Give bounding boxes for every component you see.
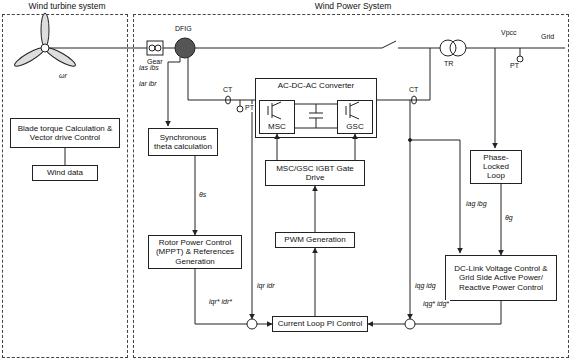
control-box: Blade torque Calculation & Vector drive … [10,118,120,148]
region-heading: Wind turbine system [25,2,106,12]
drawing-stroke [149,45,155,51]
node-text: Blade torque Calculation & Vector drive … [14,124,116,142]
stator-line [398,48,440,49]
process-box: Synchronous theta calculation [148,128,218,156]
signal-label: Grid [540,33,555,41]
signal-label: ωr [58,72,68,80]
node-text: Phase-Locked Loop [474,153,518,181]
node-text: Current Loop PI Control [278,319,363,328]
connector-arrow [368,301,501,324]
ct-sensor [226,96,231,104]
signal-label: iar ibr [138,80,158,88]
stator-line [195,48,382,49]
rotor-wire [188,58,255,100]
drawing-stroke [272,102,281,106]
process-box: MSC/GSC IGBT Gate Drive [265,160,365,186]
node-text: GSC [346,122,363,131]
drawing-stroke [350,115,359,119]
pll-input [495,48,496,148]
signal-label: TR [443,60,454,68]
connector-arrow [195,156,196,235]
pt-sensor [240,100,241,106]
drawing-stroke [268,106,269,115]
drawing-stroke [147,41,163,55]
pt-sensor [520,48,521,56]
edge-label: θg [504,214,514,222]
process-box: PWM Generation [275,232,355,248]
node-text: Synchronous theta calculation [152,133,214,151]
signal-label: DFIG [174,25,193,33]
grid-line [466,48,565,49]
grid-current-feedback [410,140,460,253]
signal-label: PT [509,62,520,70]
drawing-stroke [272,103,273,118]
region-heading: Wind Power System [311,2,392,12]
drawing-stroke [155,45,161,51]
signal-label: iag ibg [465,200,488,208]
signal-label: iqr idr [256,282,276,290]
process-box: Rotor Power Control (MPPT) & References … [148,235,242,269]
drawing-stroke [316,118,317,128]
stator-current-feedback [168,57,180,126]
node-text: MSC [268,122,286,131]
signal-label: iqg idg [414,282,437,290]
node-text: PWM Generation [284,235,345,244]
node-text: MSC/GSC IGBT Gate Drive [269,164,361,182]
connector-arrow [315,186,316,232]
node-text: Rotor Power Control (MPPT) & References … [152,238,238,266]
signal-label: ias ibs [138,64,160,72]
drawing-stroke [272,115,281,119]
converter-side: GSC [337,100,373,134]
transformer [440,40,456,56]
signal-label: PT [244,104,255,112]
process-box: Current Loop PI Control [272,316,368,332]
connector-arrow [65,148,66,165]
drawing-stroke [316,104,317,113]
signal-label: iqr* idr* [208,298,233,306]
connector-arrow [315,248,316,316]
signal-label: Vpcc [500,29,518,37]
edge-label: θs [198,191,207,199]
turbine-blades [13,13,78,69]
wind-power-region: Wind Power SystemAC-DC-AC ConverterMSCGS… [133,14,569,358]
wind-turbine-region: Wind turbine systemBlade torque Calculat… [2,14,128,358]
node-text: Wind data [47,168,83,177]
dc-link-capacitor [295,104,337,128]
summing-junction [247,319,257,329]
igbt-symbol [268,102,359,119]
signal-label: CT [222,86,233,94]
node-text: DC-Link Voltage Control & Grid Side Acti… [449,264,553,292]
drawing-stroke [309,113,323,114]
drawing-stroke [346,106,347,115]
pt-sensor [237,106,243,112]
signal-label: iqg* idg* [422,300,450,308]
drawing-stroke [41,44,49,52]
transformer [450,40,466,56]
drawing-stroke [41,13,49,47]
breaker-switch [382,41,396,48]
node-text: AC-DC-AC Converter [278,81,354,90]
gearbox [147,41,163,55]
current-feedback [410,100,411,319]
connector-arrow [195,269,272,324]
process-box: Phase-Locked Loop [470,150,522,184]
drawing-stroke [350,103,351,118]
dfig-machine [175,38,195,58]
shaft [163,48,175,49]
converter-side: MSC [259,100,295,134]
process-box: DC-Link Voltage Control & Grid Side Acti… [445,255,557,301]
current-feedback [252,100,253,319]
signal-label: CT [408,86,419,94]
gsc-wire [377,48,430,100]
connector-arrow [501,184,502,255]
drawing-stroke [13,13,565,253]
converter-box: AC-DC-AC ConverterMSC GSC [255,78,377,138]
data-box: Wind data [32,165,98,181]
drawing-stroke [350,102,359,106]
ct-sensor [412,96,417,104]
summing-junction [405,319,415,329]
